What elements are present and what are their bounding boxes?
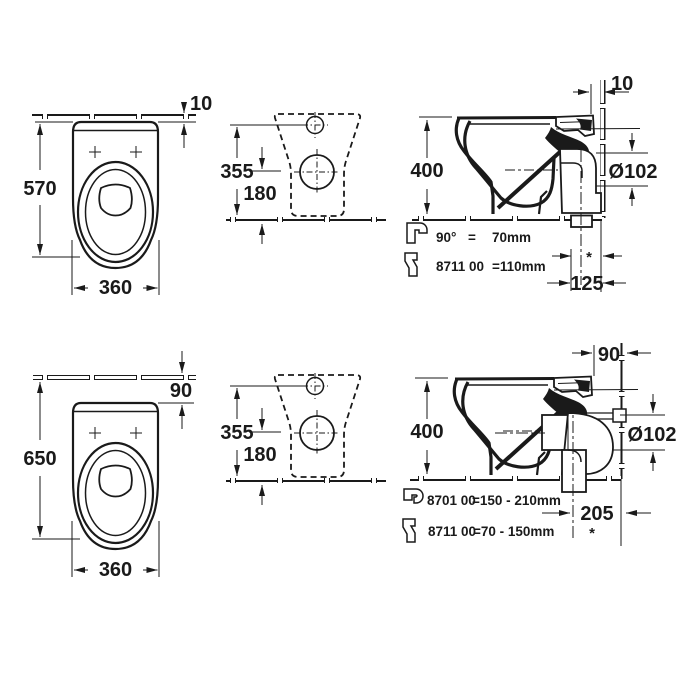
- dim-height-400: 400: [410, 377, 448, 474]
- dim-outlet-diameter: Ø102: [596, 133, 657, 206]
- dim-gap-10: 10: [158, 93, 212, 148]
- note-equals: =: [468, 230, 476, 245]
- view-front-570: 10 570 360: [23, 93, 212, 299]
- note-code: 8711 00: [436, 259, 484, 274]
- dim-gap-10: 10: [573, 73, 633, 114]
- floor-section-strip: [412, 216, 602, 221]
- dim-label-gap: 90: [598, 344, 620, 366]
- dim-outlet-diameter: Ø102: [612, 394, 676, 471]
- dim-label-height: 570: [23, 178, 56, 200]
- note-code: 8711 00: [428, 524, 476, 539]
- dim-label-offset: 125: [570, 273, 603, 295]
- dim-label-height: 400: [410, 421, 443, 443]
- note-elbow-90: 90° = 70mm: [406, 222, 531, 245]
- wall-section-strip: [32, 114, 196, 119]
- dim-offset-125: 125: [547, 249, 626, 295]
- dim-star: *: [552, 249, 622, 266]
- dim-label-diameter: Ø102: [628, 424, 677, 446]
- view-front-650: 90 650 360: [23, 351, 196, 581]
- dim-label-height: 400: [410, 160, 443, 182]
- dim-width-360: 360: [71, 240, 160, 299]
- dim-gap-90: 90: [158, 351, 194, 429]
- view-side-horizontal-outlet: 10 400 Ø102 * 125 90° =: [404, 73, 657, 295]
- dim-offset-205: 205: [542, 503, 651, 525]
- note-8711: 8711 00 =110mm: [404, 252, 546, 277]
- dim-label-diameter: Ø102: [609, 161, 658, 183]
- dim-label-star: *: [589, 525, 595, 542]
- view-side-vario-outlet: 90 400 Ø102 205 * 8701 00 =150 - 210mm: [402, 343, 676, 546]
- dim-height-650: 650: [23, 382, 80, 540]
- wall-section-strip: [600, 80, 606, 218]
- dim-label-gap: 10: [611, 73, 633, 95]
- dim-label-outlet-height: 180: [243, 183, 276, 205]
- dim-height-400: 400: [410, 116, 452, 214]
- wall-section-strip: [33, 375, 196, 380]
- view-plan-bottom: 355 180: [220, 373, 386, 505]
- dim-gap-90: 90: [572, 344, 651, 376]
- note-code: 90°: [436, 230, 456, 245]
- dim-label-width: 360: [99, 559, 132, 581]
- dim-label-gap: 10: [190, 93, 212, 115]
- dim-label-offset: 205: [580, 503, 613, 525]
- dim-label-width: 360: [99, 277, 132, 299]
- note-code: 8701 00: [427, 493, 476, 508]
- dim-width-360: 360: [71, 521, 160, 581]
- note-value: 70mm: [492, 230, 531, 245]
- dim-label-height: 650: [23, 448, 56, 470]
- note-8701: 8701 00 =150 - 210mm: [403, 488, 561, 508]
- dim-label-outlet-height: 180: [243, 444, 276, 466]
- dim-label-gap: 90: [170, 380, 192, 402]
- dim-label-inlet-height: 355: [220, 422, 253, 444]
- floor-section-strip: [410, 476, 621, 481]
- dim-height-570: 570: [23, 121, 80, 258]
- note-8711: 8711 00 =70 - 150mm: [402, 518, 554, 543]
- view-plan-top: 355 180: [220, 112, 386, 244]
- outlet-s-pipe: [495, 400, 614, 540]
- outlet-elbow-pipe: [559, 148, 602, 285]
- note-value: =150 - 210mm: [472, 493, 561, 508]
- note-value: =70 - 150mm: [473, 524, 554, 539]
- note-value: =110mm: [492, 259, 546, 274]
- dim-label-inlet-height: 355: [220, 161, 253, 183]
- dim-label-star: *: [586, 249, 592, 266]
